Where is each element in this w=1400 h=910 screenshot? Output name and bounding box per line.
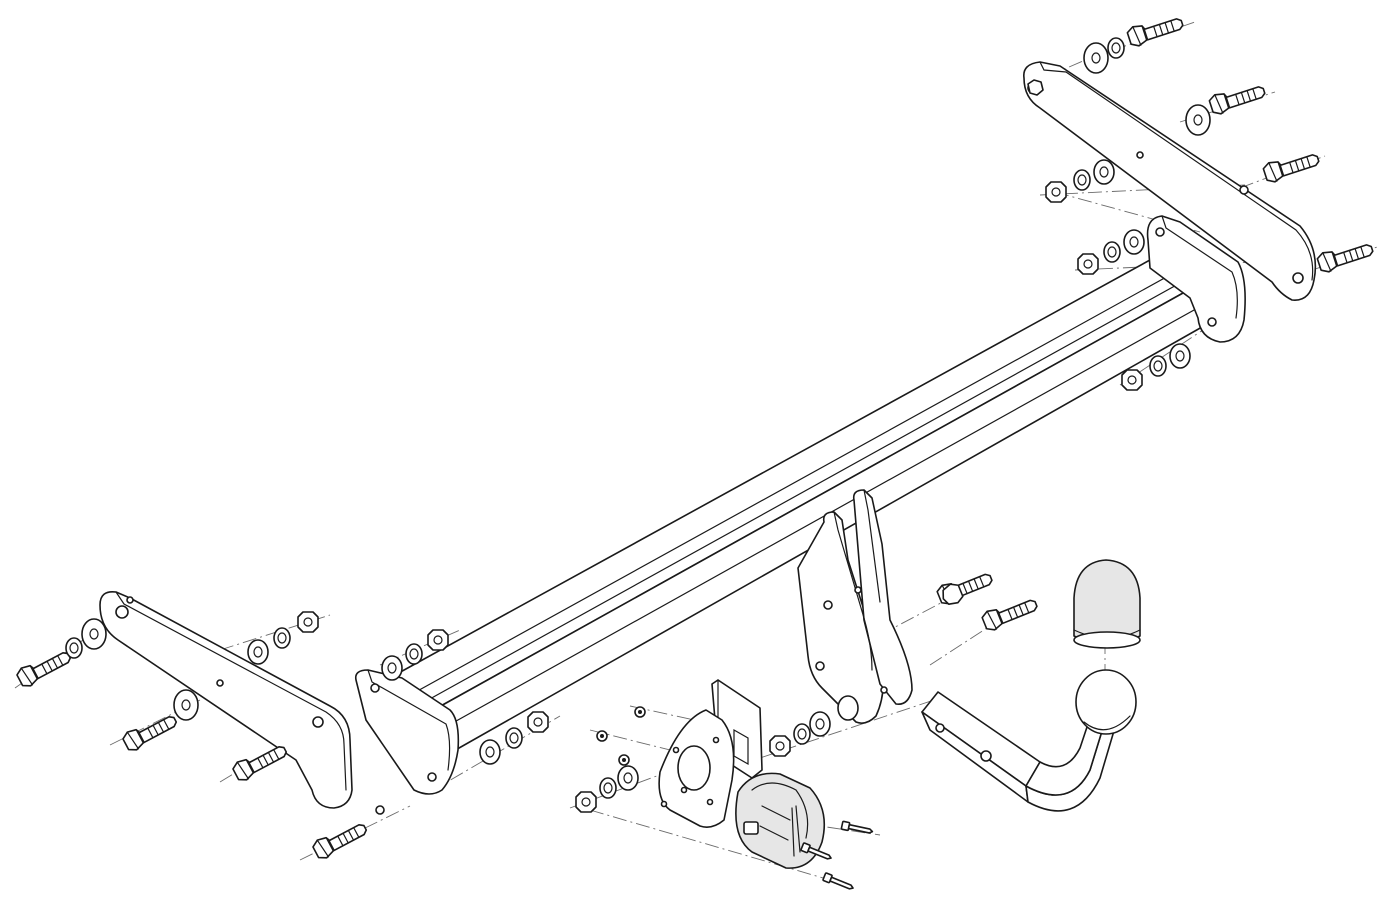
- washer: [1185, 104, 1211, 136]
- lock-washer: [505, 727, 523, 749]
- bolt: [1315, 237, 1376, 275]
- lock-washer: [273, 627, 291, 649]
- nut: [575, 791, 597, 813]
- bolt: [120, 708, 180, 754]
- ball-cap: [1073, 559, 1141, 649]
- lock-washer: [1073, 169, 1091, 191]
- lock-washer: [599, 777, 617, 799]
- lock-washer: [1149, 355, 1167, 377]
- nut: [427, 629, 449, 651]
- bolt: [979, 592, 1040, 634]
- lock-washer: [1103, 241, 1121, 263]
- left-side-bracket: [99, 590, 385, 815]
- detachable-tow-ball: [921, 669, 1137, 812]
- nut: [1077, 253, 1099, 275]
- nut: [1121, 369, 1143, 391]
- bolt: [14, 644, 74, 690]
- nut: [297, 611, 319, 633]
- washer: [617, 765, 639, 791]
- screw: [840, 820, 875, 837]
- bolt: [310, 816, 370, 862]
- washer: [1093, 159, 1115, 185]
- washer: [1083, 42, 1109, 74]
- washer: [479, 739, 501, 765]
- washer: [1123, 229, 1145, 255]
- washer: [809, 711, 831, 737]
- washer: [381, 655, 403, 681]
- washer: [81, 618, 107, 650]
- lock-washer: [1107, 37, 1125, 59]
- nut: [1045, 181, 1067, 203]
- socket-plate: [658, 679, 763, 828]
- lock-washer: [65, 637, 83, 659]
- bolt: [1125, 11, 1186, 49]
- lock-washer: [405, 643, 423, 665]
- screw: [821, 871, 856, 893]
- lock-washer: [793, 723, 811, 745]
- cross-beam: [354, 215, 1246, 795]
- washer: [1169, 343, 1191, 369]
- right-side-bracket: [1023, 61, 1317, 301]
- bolt: [1261, 147, 1322, 185]
- bolt: [1207, 79, 1268, 117]
- socket-hardware: [575, 706, 875, 893]
- washer: [247, 639, 269, 665]
- washer: [173, 689, 199, 721]
- neck-hardware: [769, 566, 1040, 757]
- nut: [527, 711, 549, 733]
- nut: [769, 735, 791, 757]
- electrical-socket: [735, 772, 826, 869]
